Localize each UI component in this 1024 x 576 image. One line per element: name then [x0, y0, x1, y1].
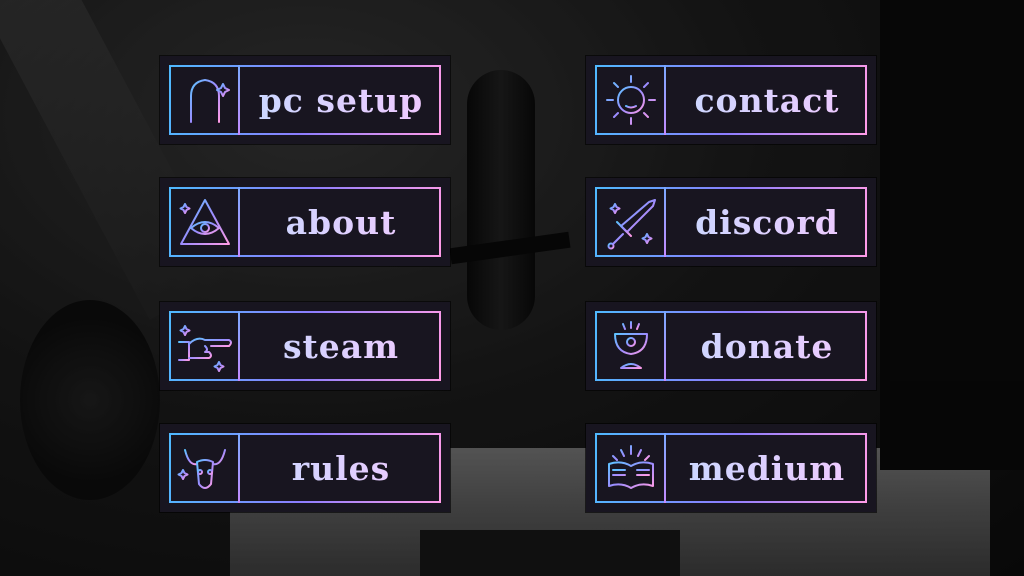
discord-label: discord [668, 187, 866, 257]
rules-label: rules [242, 433, 440, 503]
donate-label: donate [668, 311, 866, 381]
steam-label: steam [242, 311, 440, 381]
pc-setup-label: pc setup [242, 65, 440, 135]
discord-button[interactable]: discord [586, 178, 876, 266]
eye-triangle-icon [172, 190, 238, 254]
about-button[interactable]: about [160, 178, 450, 266]
medium-button[interactable]: medium [586, 424, 876, 512]
medium-label: medium [668, 433, 866, 503]
chalice-icon [598, 314, 664, 378]
donate-button[interactable]: donate [586, 302, 876, 390]
rules-button[interactable]: rules [160, 424, 450, 512]
open-book-icon [598, 436, 664, 500]
pointing-hand-icon [172, 314, 238, 378]
sun-face-icon [598, 68, 664, 132]
contact-button[interactable]: contact [586, 56, 876, 144]
sword-icon [598, 190, 664, 254]
goat-skull-icon [172, 436, 238, 500]
pc-setup-button[interactable]: pc setup [160, 56, 450, 144]
about-label: about [242, 187, 440, 257]
contact-label: contact [668, 65, 866, 135]
knight-helmet-icon [172, 68, 238, 132]
steam-button[interactable]: steam [160, 302, 450, 390]
